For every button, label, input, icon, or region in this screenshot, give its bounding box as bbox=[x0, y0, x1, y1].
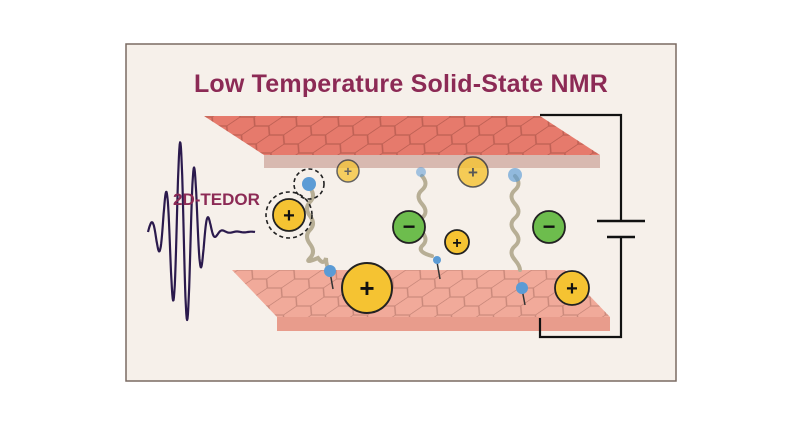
anion-left: − bbox=[392, 210, 426, 244]
bottom-electrode-edge bbox=[277, 317, 610, 331]
cation-symbol: + bbox=[359, 273, 374, 303]
cation-partial-top-middle: + bbox=[457, 156, 489, 188]
cation-symbol: + bbox=[452, 235, 461, 252]
spin-label-middle-bottom bbox=[433, 256, 441, 264]
tedor-coupling-ring-large bbox=[265, 191, 313, 239]
cation-symbol: + bbox=[283, 205, 295, 227]
anion-right: − bbox=[532, 210, 566, 244]
cation-symbol: + bbox=[566, 278, 578, 300]
cation-partial-top-left: + bbox=[336, 159, 360, 183]
cation-tedor: + bbox=[272, 198, 306, 232]
spin-label-middle-top bbox=[416, 167, 426, 177]
cation-right: + bbox=[554, 270, 590, 306]
top-electrode bbox=[204, 116, 600, 168]
tedor-coupling-ring-small bbox=[293, 168, 325, 200]
cation-symbol: + bbox=[468, 163, 478, 182]
figure-title: Low Temperature Solid-State NMR bbox=[193, 70, 609, 98]
top-electrode-edge bbox=[264, 155, 600, 168]
cation-symbol: + bbox=[344, 163, 352, 179]
battery-icon bbox=[597, 219, 645, 239]
stem-middle bbox=[436, 261, 441, 280]
top-electrode-pattern bbox=[204, 116, 600, 155]
spin-label-left-bottom bbox=[324, 265, 336, 277]
nmr-signal-wave bbox=[146, 141, 256, 322]
bottom-electrode-pattern bbox=[232, 270, 610, 317]
spin-label-right-top bbox=[508, 168, 522, 182]
spin-label-right-bottom bbox=[516, 282, 528, 294]
anion-symbol: − bbox=[543, 214, 556, 239]
spin-label-left-top bbox=[302, 177, 316, 191]
cation-large-bottom: + bbox=[341, 262, 393, 314]
cation-small-center: + bbox=[444, 229, 470, 255]
linker-chain-right bbox=[509, 174, 522, 272]
anion-symbol: − bbox=[403, 214, 416, 239]
technique-label: 2D-TEDOR bbox=[173, 190, 260, 209]
circuit-wire bbox=[538, 113, 623, 339]
linker-chain-left bbox=[305, 186, 332, 274]
bottom-electrode bbox=[232, 270, 610, 331]
